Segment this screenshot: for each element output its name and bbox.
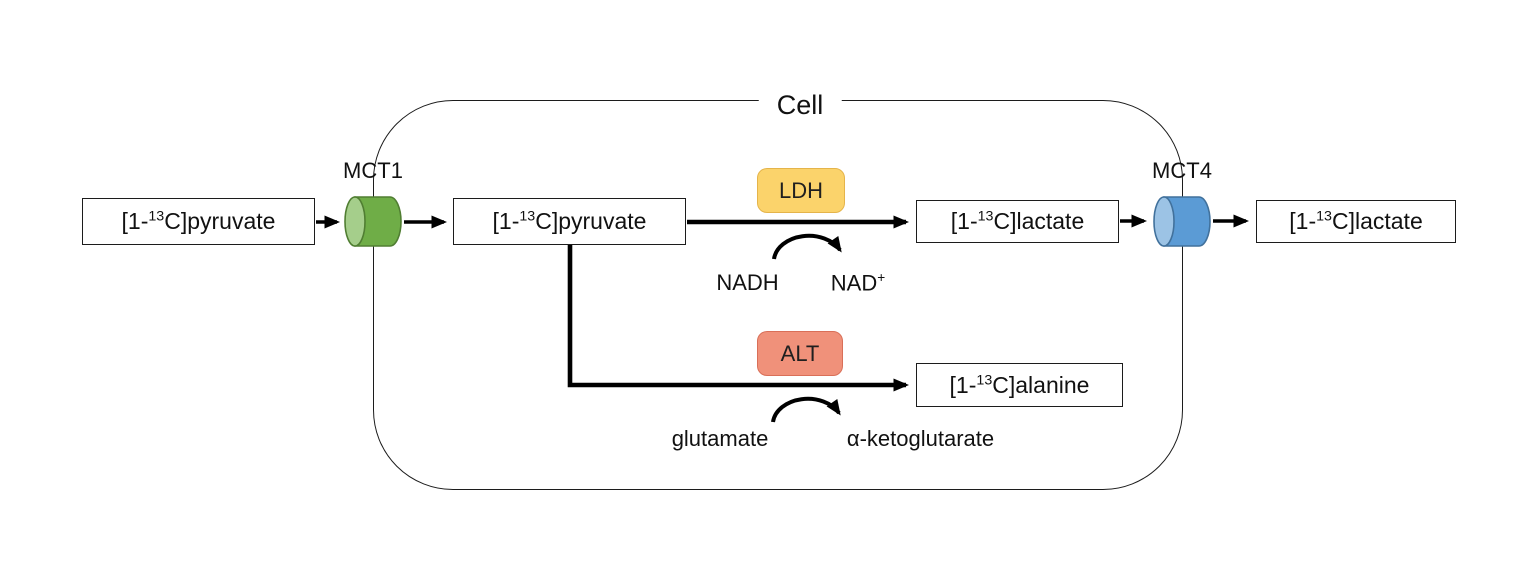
- label-prefix: [1-: [492, 208, 520, 234]
- node-pyruvate-intracellular: [1-13C]pyruvate: [453, 198, 686, 245]
- mct4-transporter-icon: [1153, 196, 1212, 247]
- cell-label: Cell: [758, 86, 842, 124]
- label-suffix: C]lactate: [1331, 208, 1423, 234]
- arrow-alt-reaction: [567, 245, 909, 392]
- node-lactate-intracellular: [1-13C]lactate: [916, 200, 1119, 243]
- label-superscript: 13: [976, 371, 993, 388]
- arc-nadh-to-nad-icon: [772, 233, 842, 260]
- node-alanine: [1-13C]alanine: [916, 363, 1123, 407]
- label-superscript: +: [877, 269, 886, 285]
- node-label: [1-13C]pyruvate: [122, 208, 276, 235]
- label-prefix: [1-: [1289, 208, 1317, 234]
- label-superscript: 13: [519, 208, 536, 225]
- enzyme-alt: ALT: [757, 331, 843, 376]
- node-label: [1-13C]alanine: [950, 372, 1090, 399]
- node-label: [1-13C]pyruvate: [493, 208, 647, 235]
- cofactor-alpha-ketoglutarate: α-ketoglutarate: [846, 426, 995, 451]
- label-prefix: [1-: [121, 208, 149, 234]
- mct1-body: [354, 196, 402, 247]
- mct4-cylinder-svg: [1153, 196, 1211, 247]
- label-suffix: C]lactate: [993, 208, 1085, 234]
- label-prefix: [1-: [950, 208, 978, 234]
- mct1-transporter-icon: [344, 196, 403, 247]
- label-suffix: C]alanine: [992, 371, 1090, 398]
- node-pyruvate-extracellular: [1-13C]pyruvate: [82, 198, 315, 245]
- mct1-cylinder-svg: [344, 196, 402, 247]
- cofactor-label: NAD+: [831, 270, 885, 296]
- label-superscript: 13: [148, 208, 165, 225]
- label-prefix: NAD: [830, 270, 878, 296]
- mct1-cap: [344, 196, 366, 247]
- node-label: [1-13C]lactate: [951, 208, 1084, 235]
- enzyme-ldh: LDH: [757, 168, 845, 213]
- cofactor-nadh: NADH: [716, 270, 779, 295]
- label-prefix: [1-: [949, 371, 977, 398]
- label-suffix: C]pyruvate: [164, 208, 276, 234]
- label-suffix: C]pyruvate: [535, 208, 647, 234]
- node-label: [1-13C]lactate: [1289, 208, 1422, 235]
- arc-glutamate-to-ketoglutarate-icon: [771, 396, 841, 423]
- cofactor-glutamate: glutamate: [671, 426, 769, 451]
- cofactor-nad-plus: NAD+: [818, 268, 898, 298]
- mct1-label: MCT1: [343, 158, 403, 183]
- label-superscript: 13: [977, 208, 994, 225]
- mct4-body: [1163, 196, 1211, 247]
- node-lactate-extracellular: [1-13C]lactate: [1256, 200, 1456, 243]
- mct4-cap: [1153, 196, 1175, 247]
- label-superscript: 13: [1316, 208, 1332, 225]
- mct4-label: MCT4: [1152, 158, 1212, 183]
